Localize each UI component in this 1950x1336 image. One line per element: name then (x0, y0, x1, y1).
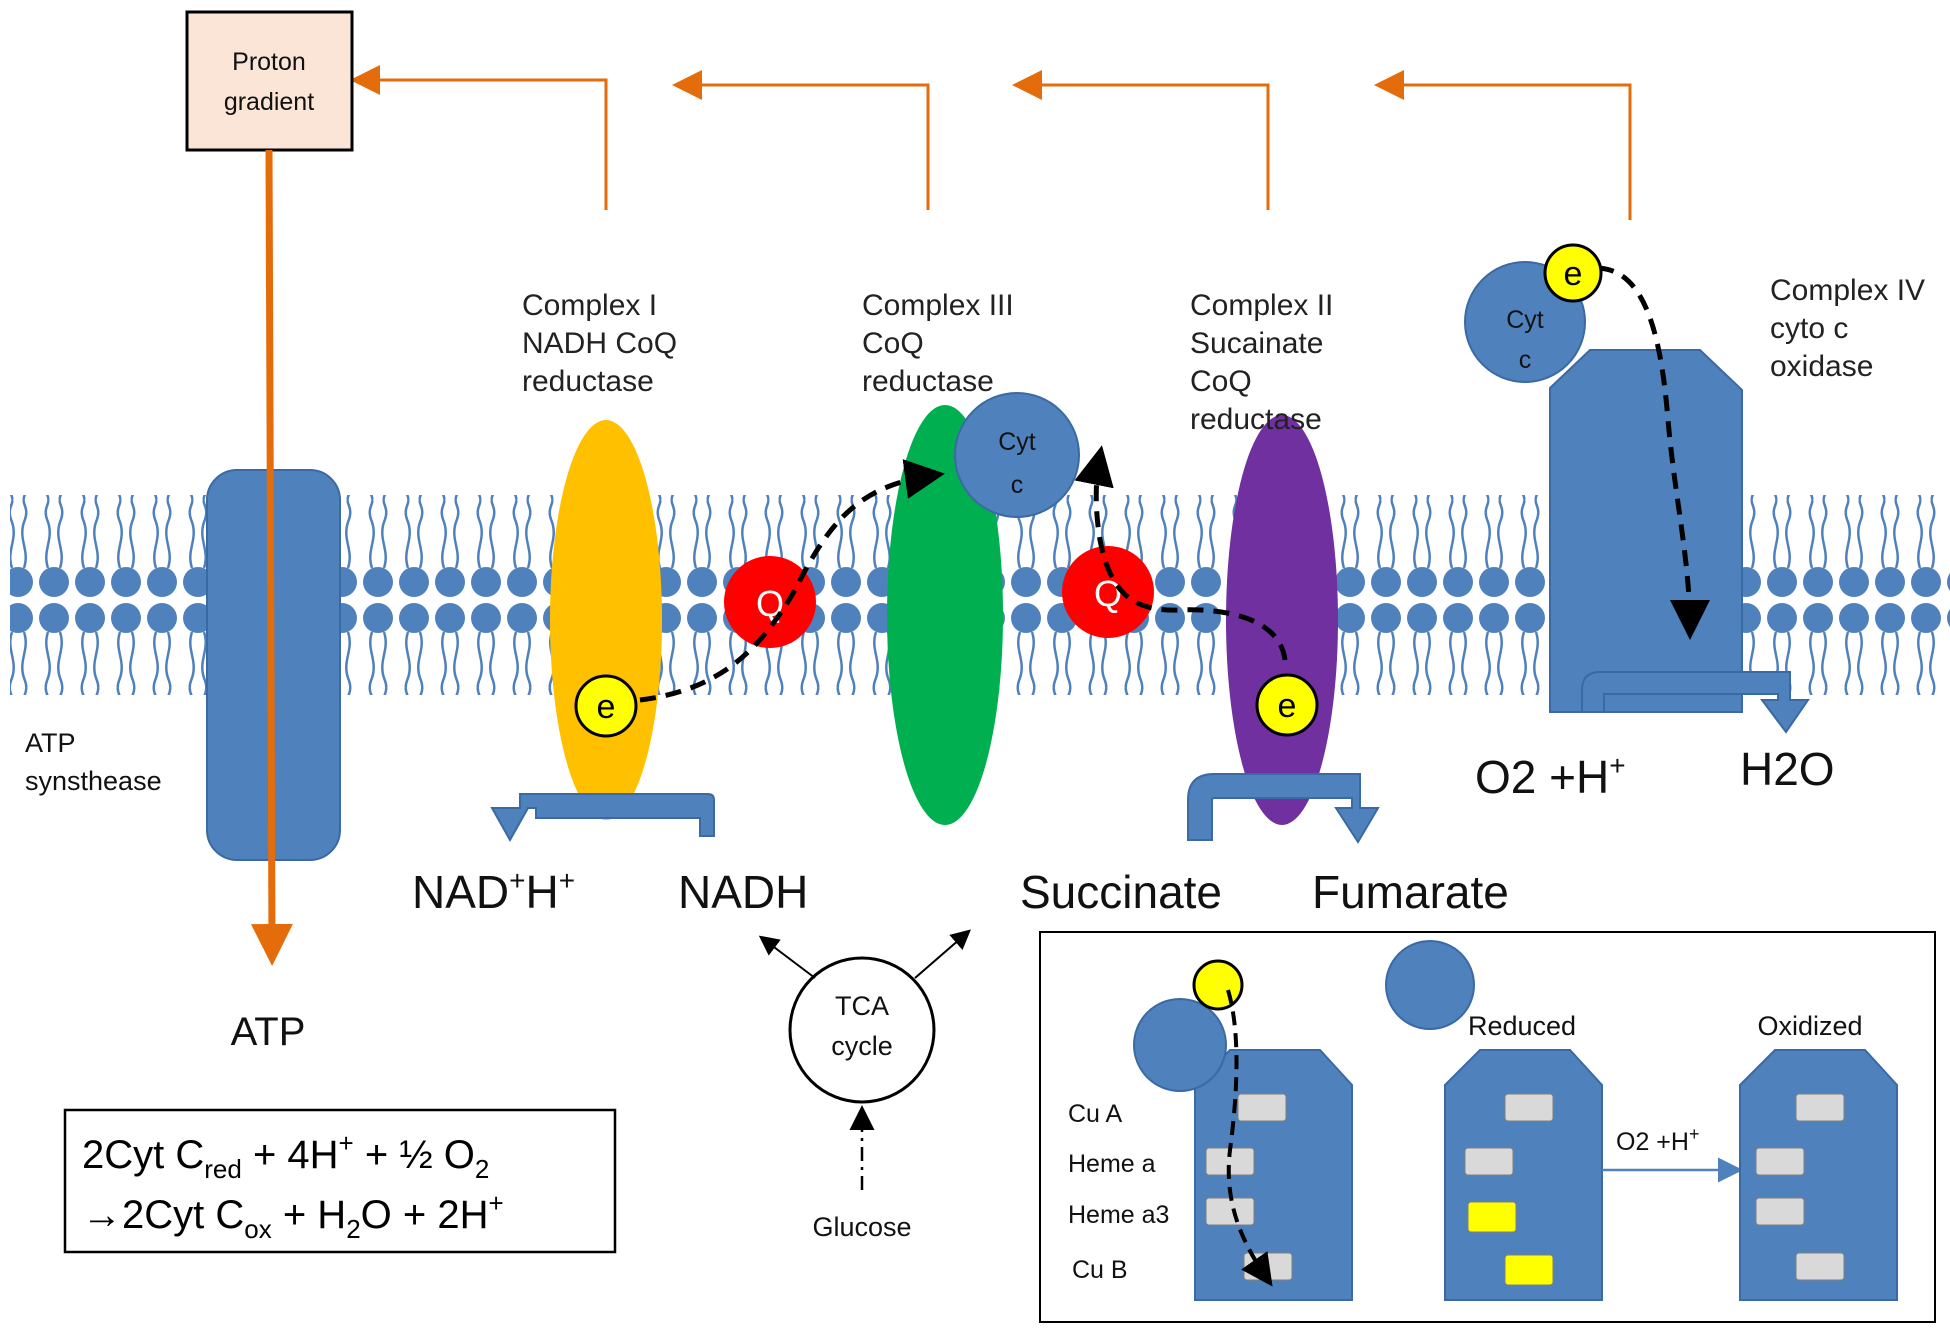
nadh-reaction-arrow (490, 793, 715, 843)
fumarate-label: Fumarate (1312, 866, 1509, 918)
proton-arrow-complex-i (350, 65, 608, 210)
quinone-2: Q (1062, 546, 1154, 638)
proton-arrow-complex-ii (1012, 70, 1270, 210)
nadh-label: NADH (678, 866, 808, 918)
electron-paths (639, 265, 1710, 703)
inset-oxidized-complex (1739, 1049, 1898, 1301)
complex-ii-label-1: Complex II (1190, 289, 1333, 322)
equation-line-2: →2Cyt Cox + H2O + 2H+ (82, 1188, 504, 1244)
svg-text:e: e (597, 688, 616, 726)
complex-ii-label-3: CoQ (1190, 365, 1252, 398)
inset-reduced-label: Reduced (1468, 1011, 1576, 1041)
inset-heme-a3-label: Heme a3 (1068, 1201, 1169, 1229)
cyt-c-complex-iii: Cyt c (954, 392, 1080, 518)
electron-complex-ii: e (1255, 673, 1319, 737)
svg-text:e: e (1564, 255, 1583, 293)
inset-oxidized-label: Oxidized (1757, 1011, 1862, 1041)
complex-iv-label-3: oxidase (1770, 350, 1873, 383)
proton-to-atp-arrow (250, 149, 293, 966)
complex-iii-label-3: reductase (862, 365, 994, 398)
svg-text:e: e (1278, 687, 1297, 725)
equation-box: 2Cyt Cred + 4H+ + ½ O2 →2Cyt Cox + H2O +… (63, 1108, 617, 1254)
complex-i (550, 420, 662, 820)
oxygen-reaction-arrow (1581, 671, 1810, 734)
nad-label: NAD+H+ (412, 865, 575, 918)
inset-panel: Cu A Heme a Heme a3 Cu B Reduced O2 +H+ … (1039, 931, 1936, 1323)
inset-reduced-complex (1444, 1049, 1603, 1301)
oxygen-label: O2 +H+ (1475, 750, 1626, 803)
glucose-label: Glucose (812, 1212, 911, 1242)
succinate-reaction-arrow (1187, 773, 1380, 844)
svg-text:cycle: cycle (831, 1031, 893, 1061)
complex-iii-label-2: CoQ (862, 327, 924, 360)
inset-transition-label: O2 +H+ (1616, 1124, 1699, 1156)
complex-iv-label-1: Complex IV (1770, 274, 1925, 307)
svg-text:c: c (1519, 346, 1532, 374)
complex-ii-label-4: reductase (1190, 403, 1322, 436)
succinate-label: Succinate (1020, 866, 1222, 918)
electron-complex-iv: e (1543, 243, 1603, 303)
complex-i-label-3: reductase (522, 365, 654, 398)
svg-text:Q: Q (1094, 573, 1122, 614)
atp-synthase-label-2: synsthease (25, 766, 162, 796)
inset-heme-a-label: Heme a (1068, 1150, 1156, 1178)
complex-iii-label-1: Complex III (862, 289, 1014, 322)
proton-arrow-complex-iii (672, 70, 930, 210)
complex-iv-label-2: cyto c (1770, 312, 1848, 345)
inset-reduced-cyt-c (1385, 940, 1475, 1030)
water-label: H2O (1740, 743, 1835, 795)
electron-complex-i: e (574, 674, 638, 738)
inset-cu-b-label: Cu B (1072, 1256, 1128, 1284)
complex-ii (1226, 415, 1338, 825)
complex-i-label-1: Complex I (522, 289, 657, 322)
inset-electron (1192, 959, 1244, 1011)
atp-product-label: ATP (231, 1010, 306, 1054)
equation-line-1: 2Cyt Cred + 4H+ + ½ O2 (82, 1128, 489, 1184)
atp-synthase-label-1: ATP (25, 728, 76, 758)
svg-text:TCA: TCA (835, 991, 889, 1021)
proton-pump-arrows (350, 65, 1632, 220)
complex-iii (887, 405, 1003, 825)
proton-gradient-line1: Proton (232, 48, 306, 76)
proton-gradient-box: Proton gradient (185, 10, 354, 152)
complex-i-label-2: NADH CoQ (522, 327, 677, 360)
complex-ii-label-2: Sucainate (1190, 327, 1323, 360)
svg-text:Cyt: Cyt (998, 428, 1036, 456)
inset-cu-a-label: Cu A (1068, 1100, 1123, 1128)
complex-iv (1549, 349, 1743, 713)
tca-cycle: TCA cycle (758, 929, 972, 1190)
inset-cyt-c (1133, 998, 1227, 1092)
quinone-1: Q (724, 556, 816, 648)
svg-text:c: c (1011, 471, 1024, 499)
proton-arrow-complex-iv (1374, 70, 1632, 220)
proton-gradient-line2: gradient (224, 88, 314, 116)
svg-text:Cyt: Cyt (1506, 306, 1544, 334)
